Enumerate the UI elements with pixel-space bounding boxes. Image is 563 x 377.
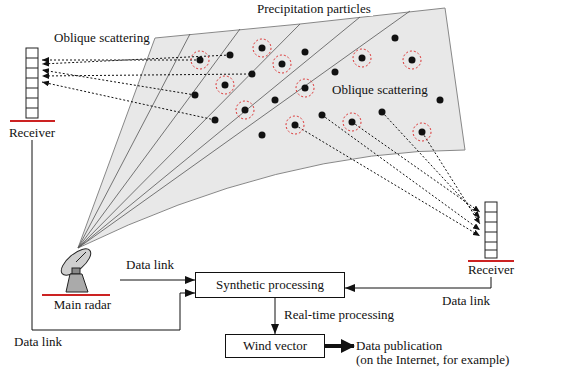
particle [242,107,249,114]
scatter-ray [295,125,480,236]
node-label: Synthetic processing [216,278,324,292]
process-box: Synthetic processing [195,272,345,298]
scatter-ray [42,82,215,120]
main-radar: Main radar [45,228,120,312]
particle [392,35,399,42]
radar-ray [78,29,240,248]
receiver: Receiver [2,45,62,140]
scatter-ring [343,113,361,131]
scatter-ring [353,49,371,67]
receiver: Receiver [460,195,522,277]
particle [349,119,356,126]
radar-ray [78,17,360,248]
particle [319,112,326,119]
data-link-arrow [325,344,354,348]
callout-label: Oblique scattering [330,83,430,97]
particle [332,69,339,76]
scatter-ray [382,112,480,218]
particle [197,57,204,64]
precipitation-particles [191,35,444,142]
process-box: Wind vector [225,334,325,358]
output-note: Data publication(on the Internet, for ex… [356,339,509,367]
radar-rays [78,11,410,248]
scatter-ray [322,115,480,230]
particle [249,71,256,78]
particle [437,97,444,104]
particle [259,45,266,52]
particle [272,97,279,104]
scatter-ring [413,123,431,141]
radar-ray [78,34,190,248]
particle [302,49,309,56]
particle [279,61,286,68]
edge-label: Data link [440,294,492,308]
particle [409,57,416,64]
callout-label: Oblique scattering [52,31,152,45]
scatter-ray [42,70,195,95]
scatter-ring [296,79,314,97]
scatter-ring [191,51,209,69]
particle [419,129,426,136]
particle [192,92,199,99]
data-link-arrow [120,280,195,281]
radar-ray [78,24,300,248]
scattering-lines [42,55,480,236]
node-label: Wind vector [243,339,307,353]
data-link-arrow [275,298,276,334]
scatter-ray [422,132,480,224]
receiver-tower [468,202,514,261]
particle [302,85,309,92]
scatter-ray [42,55,230,64]
data-link-arrow [345,277,491,288]
scatter-ring [273,55,291,73]
particle [227,52,234,59]
radar-antenna [42,244,110,295]
scatter-ring [236,101,254,119]
scatter-ring [286,116,304,134]
receiver-tower [10,48,55,121]
particle [359,55,366,62]
node-label: Receiver [468,263,514,277]
data-link-arrow [32,140,195,330]
scatter-ring [216,76,234,94]
scatter-ring [403,51,421,69]
edge-label: Data link [124,258,176,272]
node-label: Receiver [9,126,55,140]
node-label: (on the Internet, for example) [356,353,509,367]
edge-label: Data link [12,335,64,349]
scatter-ray [352,122,480,212]
figure-label: Precipitation particles [255,2,373,16]
particle [379,109,386,116]
scatter-ray [42,74,250,76]
particle [222,82,229,89]
particle [292,122,299,129]
edge-label: Real-time processing [282,308,396,322]
node-label: Main radar [54,298,111,312]
scatter-ring [253,39,271,57]
node-label: Data publication [356,339,442,353]
radar-ray [78,11,410,248]
particle [259,132,266,139]
particle [212,117,219,124]
